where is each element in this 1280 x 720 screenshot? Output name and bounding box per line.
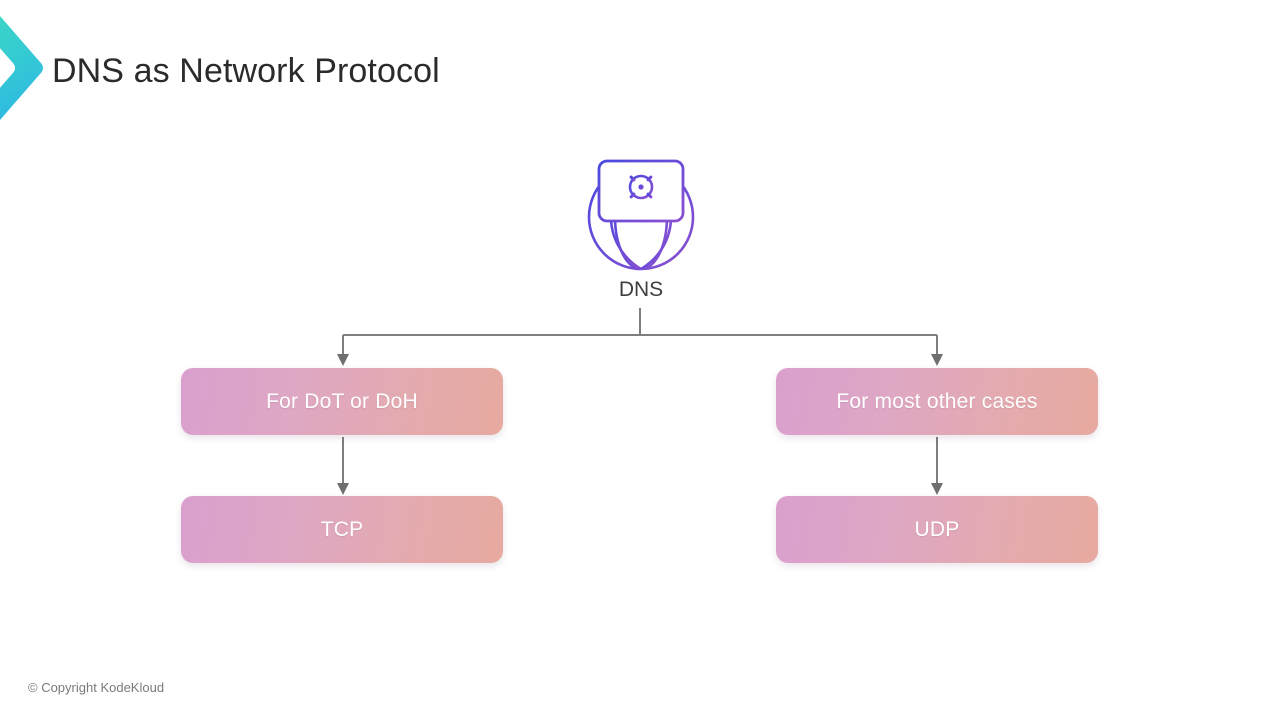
monitor-screen xyxy=(597,159,685,223)
brand-chevron-icon xyxy=(0,16,43,120)
arrowhead-left-top xyxy=(337,354,349,366)
arrowhead-left-bottom xyxy=(337,483,349,495)
node-box-condition-left[interactable]: For DoT or DoH xyxy=(181,368,503,435)
root-node-label: DNS xyxy=(618,278,664,301)
arrowhead-right-bottom xyxy=(931,483,943,495)
page-title: DNS as Network Protocol xyxy=(52,52,440,90)
node-box-condition-right[interactable]: For most other cases xyxy=(776,368,1098,435)
gear-icon xyxy=(625,171,657,203)
root-node-dns: DNS xyxy=(541,155,741,303)
node-box-result-udp[interactable]: UDP xyxy=(776,496,1098,563)
dns-globe-monitor-gear-icon xyxy=(587,159,695,271)
footer-copyright: © Copyright KodeKloud xyxy=(28,680,165,695)
monitor-stand xyxy=(605,219,677,237)
node-box-result-tcp[interactable]: TCP xyxy=(181,496,503,563)
arrowhead-right-top xyxy=(931,354,943,366)
